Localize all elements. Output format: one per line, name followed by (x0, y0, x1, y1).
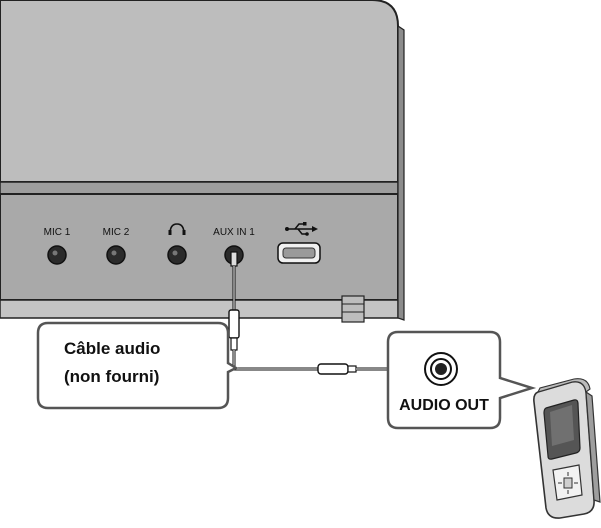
headphones-icon-left-cup (168, 230, 172, 235)
headphones-icon (169, 223, 185, 235)
audio-out-jack (424, 352, 458, 386)
headphones-icon-right-cup (182, 230, 186, 235)
jack-port-headphones (167, 245, 187, 265)
usb-port (277, 242, 321, 264)
cable-callout-line2: (non fourni) (64, 367, 159, 386)
player-control-pad (552, 464, 583, 501)
cable-callout-line1: Câble audio (64, 339, 160, 358)
jack-port-mic1 (47, 245, 67, 265)
unit-side-edge (397, 24, 405, 321)
portable-player (533, 378, 601, 519)
unit-vent (341, 295, 365, 323)
audio-out-callout: AUDIO OUT (386, 330, 537, 430)
unit-bottom-edge (0, 299, 399, 319)
unit-top-panel (0, 0, 399, 183)
cable-callout: Câble audio (non fourni) (36, 321, 239, 410)
usb-icon (285, 222, 318, 236)
port-label-mic2: MIC 2 (103, 227, 130, 238)
unit-divider (0, 181, 399, 195)
main-unit (0, 0, 405, 323)
jack-port-mic2 (106, 245, 126, 265)
audio-out-label: AUDIO OUT (399, 397, 489, 414)
port-label-aux-in: AUX IN 1 (213, 227, 255, 238)
port-label-mic1: MIC 1 (44, 227, 71, 238)
